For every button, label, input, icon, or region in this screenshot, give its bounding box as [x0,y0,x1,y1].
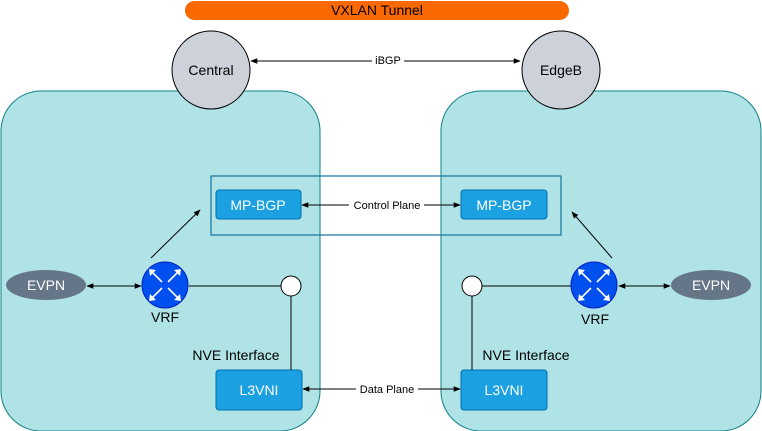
l3vni-right[interactable]: L3VNI [460,369,548,411]
router-arrows-icon [141,261,189,309]
control-plane-label: Control Plane [354,200,421,212]
evpn-right-label: EVPN [692,277,730,293]
vrf-right-label: VRF [581,311,609,327]
evpn-left[interactable]: EVPN [6,270,86,300]
tunnel-label: VXLAN Tunnel [331,2,423,18]
l3vni-left-label: L3VNI [240,382,279,398]
vrf-right[interactable] [570,261,618,309]
vrf-to-mpbgp-right [571,211,613,259]
vrf-left-label: VRF [151,309,179,325]
nve-port-left[interactable] [280,275,302,297]
mpbgp-left-label: MP-BGP [230,197,285,213]
evpn-left-label: EVPN [27,277,65,293]
vxlan-tunnel: VXLAN Tunnel [185,1,569,20]
vrf-left[interactable] [141,261,189,309]
nve-port-right[interactable] [461,275,483,297]
nve-right-label: NVE Interface [482,347,569,363]
vrf-to-mpbgp-left [150,209,201,259]
router-central[interactable]: Central [171,30,251,110]
router-central-label: Central [188,62,233,78]
router-arrows-icon [570,261,618,309]
nve-left-label: NVE Interface [192,347,279,363]
l3vni-left[interactable]: L3VNI [215,369,303,411]
ibgp-label: iBGP [375,55,401,67]
data-plane-label: Data Plane [360,384,414,396]
mpbgp-right-label: MP-BGP [476,197,531,213]
l3vni-right-label: L3VNI [485,382,524,398]
router-edgeb[interactable]: EdgeB [521,30,601,110]
control-plane-frame [210,175,562,236]
router-edgeb-label: EdgeB [540,62,582,78]
mpbgp-right[interactable]: MP-BGP [460,189,548,220]
evpn-right[interactable]: EVPN [671,270,751,300]
mpbgp-left[interactable]: MP-BGP [215,189,302,220]
